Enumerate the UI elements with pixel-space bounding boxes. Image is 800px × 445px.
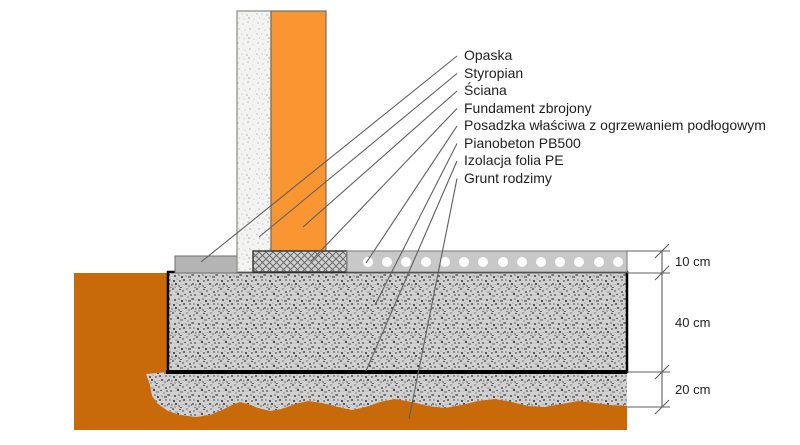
callout-labels: Opaska Styropian Ściana Fundament zbrojo… xyxy=(464,47,800,187)
callout-line-izolacja xyxy=(365,160,458,372)
dimension-tick xyxy=(654,265,670,281)
callout-label-opaska: Opaska xyxy=(464,47,513,63)
dimension-label-20cm: 20 cm xyxy=(675,382,711,397)
dimension-tick xyxy=(654,399,670,415)
reinforced-foundation-block xyxy=(252,250,348,273)
callout-line-styropian xyxy=(258,73,458,238)
foam-concrete-layer xyxy=(166,270,629,374)
callout-line-sciana xyxy=(302,90,458,228)
dimension-lines xyxy=(627,243,670,415)
callout-line-grunt xyxy=(408,178,458,420)
callout-label-sciana: Ściana xyxy=(464,82,507,98)
floor-screed-layer xyxy=(346,250,628,273)
heating-pipes xyxy=(363,257,623,267)
callout-lines xyxy=(200,55,458,420)
callout-line-pianobeton xyxy=(374,143,458,306)
wall-insulation-strip xyxy=(236,10,272,273)
callout-label-fundament: Fundament zbrojony xyxy=(464,99,592,116)
dimension-tick xyxy=(654,364,670,380)
dimension-tick xyxy=(654,243,670,259)
callout-line-posadzka xyxy=(365,125,458,264)
wall-block xyxy=(270,10,327,252)
callout-label-izolacja: Izolacja folia PE xyxy=(464,152,564,168)
callout-label-grunt: Grunt rodzimy xyxy=(464,169,552,186)
reinforced-foundation-slab xyxy=(146,372,627,417)
callout-label-pianobeton: Pianobeton PB500 xyxy=(464,134,581,151)
dimension-label-40cm: 40 cm xyxy=(675,315,711,330)
callout-line-fundament xyxy=(310,108,458,262)
callout-label-styropian: Styropian xyxy=(464,64,524,81)
dimension-label-10cm: 10 cm xyxy=(675,254,711,269)
callout-line-opaska xyxy=(200,55,458,263)
callout-label-posadzka: Posadzka właściwa z ogrzewaniem podłogow… xyxy=(464,117,766,133)
